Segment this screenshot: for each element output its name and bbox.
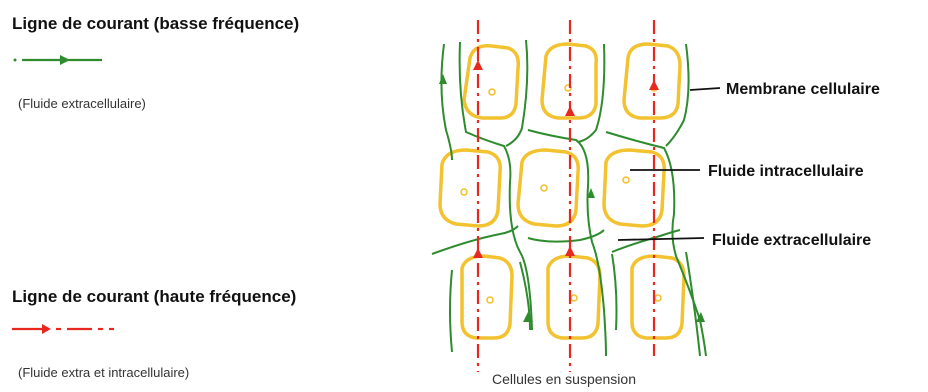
callout-lines — [617, 87, 721, 241]
cells — [438, 42, 686, 340]
high-frequency-current-lines — [476, 20, 656, 372]
low-frequency-legend-symbol — [13, 55, 102, 65]
low-frequency-legend-note: (Fluide extracellulaire) — [18, 96, 146, 111]
cell — [438, 148, 502, 228]
high-frequency-legend-title: Ligne de courant (haute fréquence) — [12, 287, 297, 306]
intracellular-label: Fluide intracellulaire — [708, 163, 864, 180]
cell — [462, 44, 521, 120]
cell — [602, 148, 666, 228]
high-frequency-arrows — [473, 60, 659, 258]
cell — [546, 254, 602, 340]
high-frequency-legend-note: (Fluide extra et intracellulaire) — [18, 365, 190, 380]
membrane-pointer — [689, 87, 721, 91]
diagram-caption: Cellules en suspension — [492, 371, 636, 387]
high-frequency-legend-symbol — [12, 324, 114, 334]
extracellular-label: Fluide extracellulaire — [712, 232, 871, 249]
cell — [516, 148, 580, 228]
cell — [630, 254, 686, 340]
extracellular-pointer — [617, 237, 705, 241]
cell — [460, 254, 514, 340]
low-frequency-legend-title: Ligne de courant (basse fréquence) — [12, 14, 300, 33]
low-frequency-current-lines — [431, 39, 707, 357]
cell — [622, 42, 682, 120]
membrane-label: Membrane cellulaire — [726, 81, 880, 98]
